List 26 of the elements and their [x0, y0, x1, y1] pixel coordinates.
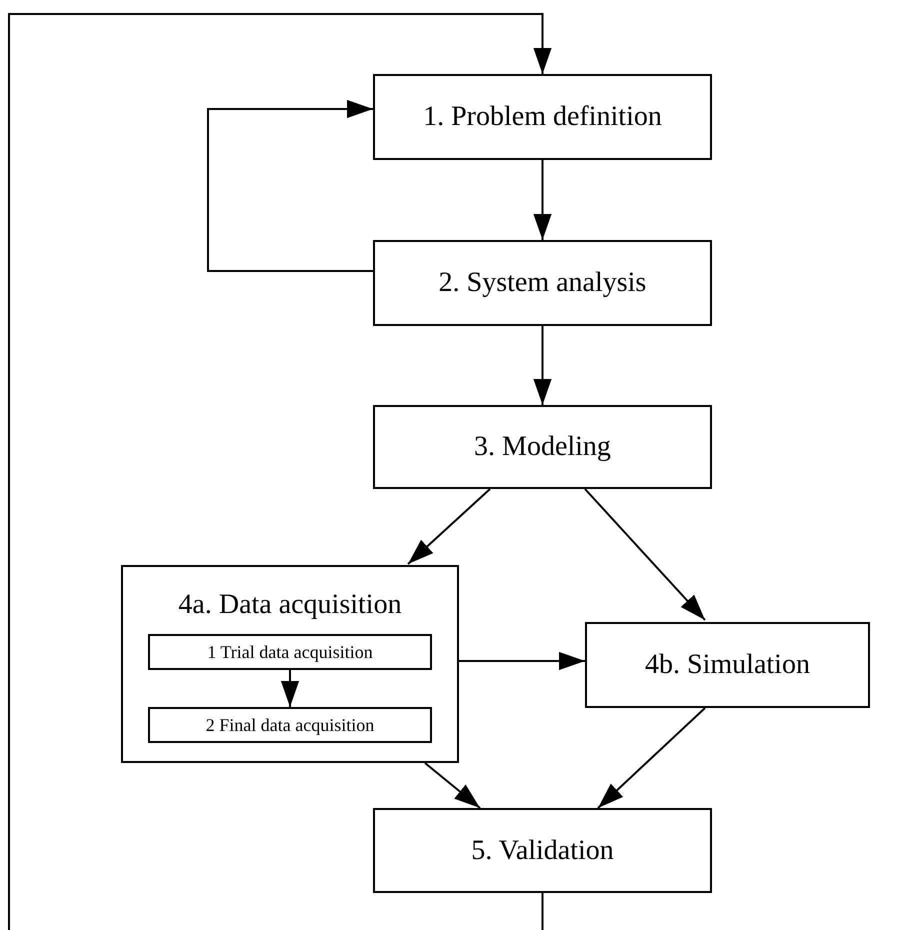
box-label: 1 Trial data acquisition	[207, 642, 373, 662]
arrow	[597, 707, 706, 809]
process-box	[148, 634, 432, 670]
arrow	[459, 652, 585, 670]
box-label: 3. Modeling	[474, 431, 611, 463]
arrow	[280, 670, 300, 707]
process-box	[148, 707, 432, 743]
process-box	[585, 622, 870, 708]
arrow	[584, 488, 706, 621]
box-label: 1. Problem definition	[423, 101, 662, 133]
box-label: 4b. Simulation	[645, 649, 810, 681]
arrow	[533, 326, 552, 405]
box-label: 4a. Data acquisition	[178, 589, 402, 621]
group-box	[121, 565, 459, 763]
process-box	[373, 808, 712, 893]
arrow	[533, 160, 552, 240]
box-label: 2 Final data acquisition	[206, 714, 374, 736]
box-label: 5. Validation	[471, 834, 614, 866]
box-label: 2. System analysis	[438, 267, 646, 299]
arrow	[8, 13, 552, 930]
arrow	[424, 762, 481, 809]
arrow	[207, 100, 373, 272]
process-box	[373, 405, 712, 489]
process-box	[373, 240, 712, 326]
process-box	[373, 74, 712, 160]
arrow	[407, 488, 491, 565]
